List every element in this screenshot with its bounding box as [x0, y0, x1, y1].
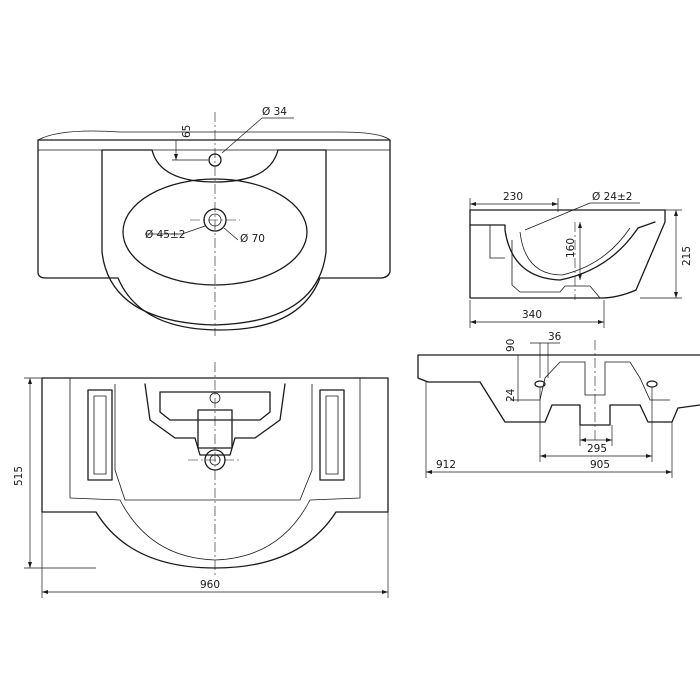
side-section-wall	[489, 225, 601, 299]
dimension-arrows	[28, 154, 678, 594]
top-view-outline	[37, 139, 391, 331]
bowl-depth-label: 160	[565, 238, 577, 258]
fixing-offset-label: 36	[548, 331, 562, 343]
rear-fixing-hole-right	[646, 380, 658, 388]
top-view-bowl	[101, 149, 327, 326]
bottom-view-rib	[159, 391, 271, 421]
fixing-span-label: 905	[590, 459, 610, 471]
top-view: Ø 34 65 Ø 45±2 Ø 70	[37, 106, 391, 336]
rear-view-outline	[417, 354, 700, 426]
bottom-view-drain-body	[197, 409, 233, 449]
rear-view: 90 36 24 295 905 912	[417, 331, 700, 478]
width-label: 960	[200, 579, 220, 591]
hole-height-label: 24	[505, 388, 517, 402]
top-view-rim	[37, 130, 391, 151]
fixing-height-label: 90	[505, 339, 517, 352]
side-section-outline	[469, 209, 666, 299]
rear-depth-label: 230	[503, 191, 523, 203]
overall-width-label: 912	[436, 459, 456, 471]
drain-width-label: 295	[587, 443, 607, 455]
leader-overflow	[221, 117, 263, 154]
height-label: 215	[681, 246, 693, 266]
leader-drain-outer	[223, 227, 239, 241]
base-depth-label: 340	[522, 309, 542, 321]
depth-label: 515	[13, 466, 25, 486]
rear-view-interior	[510, 361, 670, 401]
bottom-view: 515 960	[13, 362, 389, 598]
right-recess-panel	[319, 389, 345, 481]
leader-drain	[181, 225, 206, 235]
drain-outer-diameter-label: Ø 70	[240, 233, 265, 245]
side-section-basin	[469, 221, 656, 281]
bottom-view-shroud	[114, 384, 313, 501]
drain-diameter-label: Ø 45±2	[145, 229, 185, 241]
side-section-inner	[519, 227, 631, 276]
side-section: 230 Ø 24±2 160 215 340	[469, 191, 693, 328]
leader-tap	[524, 202, 591, 231]
left-recess-panel	[87, 389, 113, 481]
tap-hole-diameter-label: Ø 24±2	[592, 191, 632, 203]
overflow-offset-label: 65	[181, 125, 193, 138]
overflow-diameter-label: Ø 34	[262, 106, 287, 118]
